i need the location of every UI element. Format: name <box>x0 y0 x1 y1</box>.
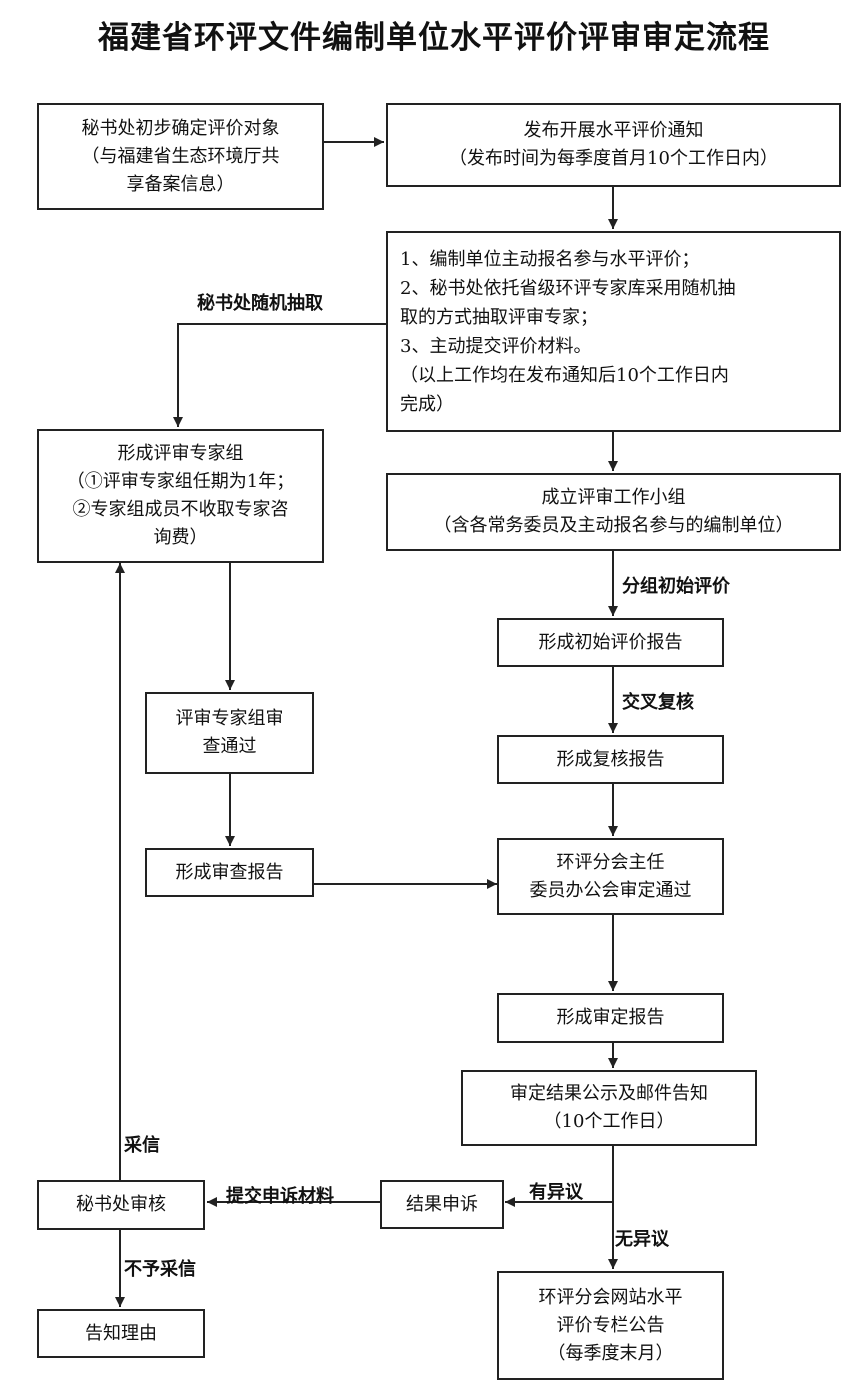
label-random-selection: 秘书处随机抽取 <box>197 293 323 314</box>
box-notify-reason: 告知理由 <box>37 1309 205 1358</box>
box-text: （含各常务委员及主动报名参与的编制单位） <box>433 515 794 536</box>
box-expert-group: 形成评审专家组 （①评审专家组任期为1年； ②专家组成员不收取专家咨 询费） <box>37 429 324 563</box>
box-text: 取的方式抽取评审专家； <box>400 306 598 328</box>
box-result-appeal: 结果申诉 <box>380 1180 504 1229</box>
box-final-report: 形成审定报告 <box>497 993 724 1043</box>
label-submit-appeal: 提交申诉材料 <box>226 1186 334 1207</box>
box-text: 秘书处初步确定评价对象 <box>81 117 280 139</box>
box-text: （①评审专家组任期为1年； <box>66 471 295 492</box>
box-text: 结果申诉 <box>406 1193 478 1215</box>
box-text: 形成初始评价报告 <box>538 631 683 653</box>
label-group-evaluation: 分组初始评价 <box>622 576 730 597</box>
box-website-announcement: 环评分会网站水平 评价专栏公告 （每季度末月） <box>497 1271 724 1380</box>
box-text: 委员办公会审定通过 <box>529 879 692 901</box>
box-text: 形成复核报告 <box>556 748 665 770</box>
box-text: （与福建省生态环境厅共 <box>81 145 280 167</box>
box-text: 查通过 <box>202 736 257 757</box>
box-text: 3、主动提交评价材料。 <box>400 335 592 357</box>
box-text: 形成评审专家组 <box>117 443 244 464</box>
label-no-objection: 无异议 <box>615 1229 669 1250</box>
label-not-adopt: 不予采信 <box>124 1259 196 1280</box>
arrow-b3-b4 <box>173 323 386 427</box>
box-identify-targets: 秘书处初步确定评价对象 （与福建省生态环境厅共 享备案信息） <box>37 103 324 210</box>
label-adopt: 采信 <box>124 1135 160 1156</box>
box-committee-approval: 环评分会主任 委员办公会审定通过 <box>497 838 724 915</box>
box-text: 形成审查报告 <box>175 861 284 883</box>
box-text: （以上工作均在发布通知后10个工作日内 <box>400 364 729 386</box>
box-text: 享备案信息） <box>126 173 235 195</box>
box-initial-report: 形成初始评价报告 <box>497 618 724 667</box>
box-text: 发布开展水平评价通知 <box>523 120 704 141</box>
label-objection: 有异议 <box>529 1182 583 1203</box>
box-secretariat-review: 秘书处审核 <box>37 1180 205 1230</box>
box-text: ②专家组成员不收取专家咨 <box>72 499 289 520</box>
box-text: （发布时间为每季度首月10个工作日内） <box>449 148 778 169</box>
box-text: 评价专栏公告 <box>556 1314 665 1336</box>
box-text: 审定结果公示及邮件告知 <box>510 1083 708 1104</box>
box-text: 环评分会主任 <box>556 851 665 873</box>
box-review-working-group: 成立评审工作小组 （含各常务委员及主动报名参与的编制单位） <box>386 473 841 551</box>
box-recheck-report: 形成复核报告 <box>497 735 724 784</box>
box-text: 环评分会网站水平 <box>538 1286 683 1308</box>
label-cross-check: 交叉复核 <box>622 692 694 713</box>
box-text: 完成） <box>400 393 454 415</box>
box-expert-approval: 评审专家组审 查通过 <box>145 692 314 774</box>
box-text: （10个工作日） <box>543 1111 675 1132</box>
box-text: 告知理由 <box>85 1322 157 1344</box>
box-text: 形成审定报告 <box>556 1007 665 1028</box>
box-text: 询费） <box>153 527 208 548</box>
box-text: 评审专家组审 <box>175 708 284 729</box>
box-text: （每季度末月） <box>547 1342 674 1364</box>
box-text: 秘书处审核 <box>76 1194 166 1215</box>
box-text: 1、编制单位主动报名参与水平评价； <box>400 248 700 270</box>
box-publish-notice: 发布开展水平评价通知 （发布时间为每季度首月10个工作日内） <box>386 103 841 187</box>
box-text: 成立评审工作小组 <box>541 487 686 508</box>
box-publicity-notify: 审定结果公示及邮件告知 （10个工作日） <box>461 1070 757 1146</box>
box-review-report: 形成审查报告 <box>145 848 314 897</box>
page-title: 福建省环评文件编制单位水平评价评审审定流程 <box>98 20 770 56</box>
box-text: 2、秘书处依托省级环评专家库采用随机抽 <box>400 277 736 299</box>
box-registration-steps: 1、编制单位主动报名参与水平评价； 2、秘书处依托省级环评专家库采用随机抽 取的… <box>386 231 841 432</box>
